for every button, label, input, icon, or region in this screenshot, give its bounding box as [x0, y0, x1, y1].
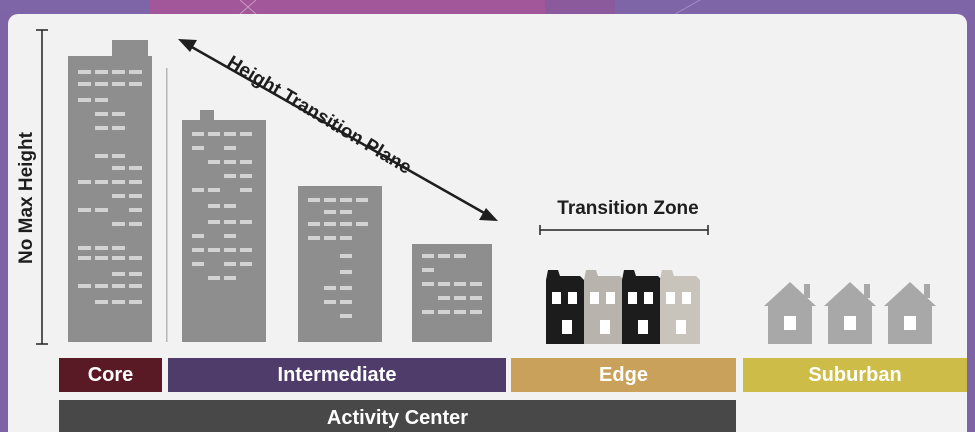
edge-rowhouses: [546, 270, 700, 344]
intermediate-tower-tall: [182, 110, 266, 342]
core-tower: [68, 40, 168, 342]
core-category-bar: Core: [59, 358, 162, 392]
transition-zone-bracket: [539, 225, 709, 235]
diagram-graphics: [36, 29, 936, 345]
height-axis: [36, 29, 48, 345]
intermediate-tower-mid: [298, 186, 382, 342]
height-transition-arrow: [178, 39, 498, 221]
suburban-houses: [764, 282, 936, 344]
diagram-panel: No Max Height Height Transition Plane Tr…: [8, 14, 967, 432]
header-banner-strip: [0, 0, 975, 14]
edge-category-bar: Edge: [511, 358, 736, 392]
intermediate-tower-short: [412, 244, 492, 342]
transition-zone-label: Transition Zone: [557, 198, 699, 219]
intermediate-category-bar: Intermediate: [168, 358, 506, 392]
activity-center-bar: Activity Center: [59, 400, 736, 432]
suburban-category-bar: Suburban: [743, 358, 967, 392]
height-axis-label: No Max Height: [16, 132, 37, 264]
